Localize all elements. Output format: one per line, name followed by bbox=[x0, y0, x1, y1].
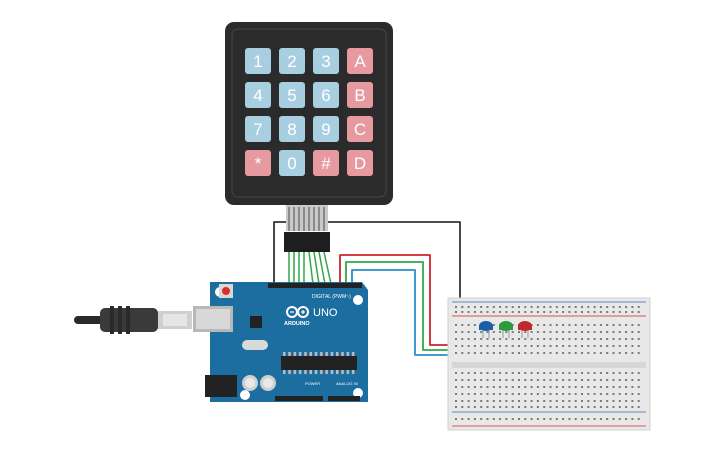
keypad-key-2-0[interactable]: 7 bbox=[245, 116, 271, 142]
led-group bbox=[479, 321, 532, 338]
keypad-key-label: 7 bbox=[253, 120, 262, 139]
blue-wire[interactable] bbox=[351, 269, 478, 356]
keypad-key-2-1[interactable]: 8 bbox=[279, 116, 305, 142]
power-header bbox=[275, 396, 323, 401]
keypad-ribbon-wires bbox=[288, 251, 332, 285]
keypad-key-1-0[interactable]: 4 bbox=[245, 82, 271, 108]
green-led[interactable] bbox=[499, 321, 513, 338]
keypad-key-label: 6 bbox=[321, 86, 330, 105]
keypad-key-0-1[interactable]: 2 bbox=[279, 48, 305, 74]
keypad-key-2-2[interactable]: 9 bbox=[313, 116, 339, 142]
digital-header bbox=[268, 283, 362, 288]
black-wire[interactable] bbox=[273, 221, 461, 306]
keypad-key-label: C bbox=[354, 120, 366, 139]
keypad-key-3-3[interactable]: D bbox=[347, 150, 373, 176]
keypad-key-1-1[interactable]: 5 bbox=[279, 82, 305, 108]
keypad-key-2-3[interactable]: C bbox=[347, 116, 373, 142]
keypad-key-label: 2 bbox=[287, 52, 296, 71]
wire-group bbox=[273, 221, 518, 356]
keypad-key-label: 5 bbox=[287, 86, 296, 105]
keypad-key-1-2[interactable]: 6 bbox=[313, 82, 339, 108]
keypad-connector bbox=[284, 205, 330, 252]
keypad-key-label: B bbox=[354, 86, 365, 105]
breadboard[interactable] bbox=[447, 297, 651, 431]
breadboard-holes bbox=[455, 306, 640, 420]
keypad-key-label: # bbox=[321, 154, 331, 173]
keypad-key-label: D bbox=[354, 154, 366, 173]
keypad-key-3-2[interactable]: # bbox=[313, 150, 339, 176]
usb-cable bbox=[74, 306, 192, 334]
keypad-key-label: 9 bbox=[321, 120, 330, 139]
keypad-keys: 1 2 3 A 4 5 6 B 7 8 9 C * 0 # D bbox=[245, 48, 373, 176]
keypad-key-1-3[interactable]: B bbox=[347, 82, 373, 108]
power-jack bbox=[205, 375, 237, 397]
keypad-key-label: A bbox=[354, 52, 366, 71]
atmega-chip bbox=[281, 356, 357, 370]
keypad-key-label: 4 bbox=[253, 86, 262, 105]
keypad-key-label: 0 bbox=[287, 154, 296, 173]
keypad-key-label: * bbox=[255, 154, 262, 173]
keypad-key-3-1[interactable]: 0 bbox=[279, 150, 305, 176]
arduino-board bbox=[210, 282, 368, 402]
keypad[interactable]: 1 2 3 A 4 5 6 B 7 8 9 C * 0 # D bbox=[225, 22, 393, 252]
keypad-key-0-0[interactable]: 1 bbox=[245, 48, 271, 74]
arduino-logo bbox=[286, 306, 309, 318]
digital-pins-label: DIGITAL (PWM~) bbox=[312, 294, 351, 300]
keypad-key-label: 1 bbox=[253, 52, 262, 71]
keypad-key-0-2[interactable]: 3 bbox=[313, 48, 339, 74]
arduino-uno[interactable]: UNO ARDUINO DIGITAL (PWM~) POWER ANALOG … bbox=[193, 282, 368, 402]
keypad-key-0-3[interactable]: A bbox=[347, 48, 373, 74]
blue-led[interactable] bbox=[479, 321, 493, 338]
red-led[interactable] bbox=[518, 321, 532, 338]
keypad-key-3-0[interactable]: * bbox=[245, 150, 271, 176]
arduino-model-label: UNO bbox=[313, 307, 338, 319]
power-label: POWER bbox=[305, 381, 320, 386]
arduino-brand-label: ARDUINO bbox=[284, 321, 310, 327]
analog-label: ANALOG IN bbox=[336, 381, 358, 386]
keypad-key-label: 8 bbox=[287, 120, 296, 139]
keypad-key-label: 3 bbox=[321, 52, 330, 71]
analog-header bbox=[328, 396, 360, 401]
